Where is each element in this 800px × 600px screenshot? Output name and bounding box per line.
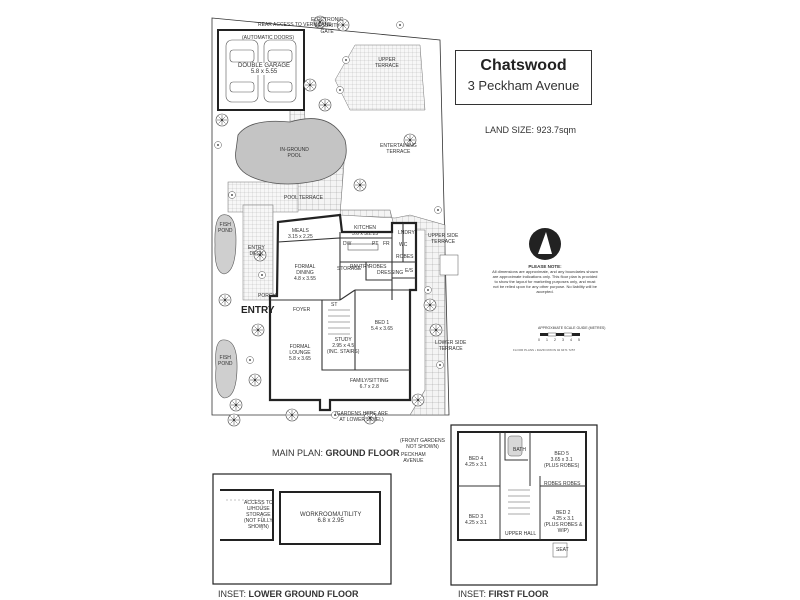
auto-doors-label: (AUTOMATIC DOORS) (242, 35, 295, 41)
robes-label-1: ROBES (369, 264, 387, 270)
disclaimer-notes: PLEASE NOTE: All dimensions are approxim… (492, 264, 598, 294)
gardens-note-label: (GARDENS HERE ARE AT LOWER LEVEL) (335, 411, 389, 423)
laundry-label: LNDRY (398, 230, 415, 236)
upper-side-terrace-label: UPPER SIDE TERRACE (428, 233, 459, 245)
fish-pond-1-label: FISH POND (218, 222, 233, 234)
first-floor-name: FIRST FLOOR (488, 589, 549, 599)
house-interior-walls (270, 223, 416, 371)
fish-pond-2-label: FISH POND (218, 355, 233, 367)
peckham-avenue-label: PECKHAM AVENUE (401, 452, 426, 464)
ensuite-label: E/S (405, 268, 414, 274)
bed3-label: BED 3 4.25 x 3.1 (465, 514, 487, 526)
wc-label: WC (399, 242, 408, 248)
scale-tick-1: 1 (546, 338, 548, 342)
main-plan-name: GROUND FLOOR (325, 448, 400, 458)
seat-label: SEAT (556, 547, 569, 553)
garage-label: DOUBLE GARAGE 5.8 x 5.55 (238, 63, 291, 75)
scale-label: APPROXIMATE SCALE GUIDE (METRES) (538, 326, 606, 330)
bed4-label: BED 4 4.25 x 3.1 (465, 456, 487, 468)
scale-tick-5: 5 (578, 338, 580, 342)
meals-label: MEALS 3.15 x 2.25 (288, 228, 313, 240)
lower-ground-caption: INSET: LOWER GROUND FLOOR (218, 589, 359, 599)
formal-lounge-label: FORMAL LOUNGE 5.8 x 3.65 (289, 344, 311, 362)
credit-line: FLOOR PLANS • DAVID RIXON 02 9471 7257 (513, 348, 576, 352)
storage-label: STORAGE (337, 266, 362, 272)
lower-side-terrace-label: LOWER SIDE TERRACE (435, 340, 467, 352)
lower-ground-prefix: INSET: (218, 589, 247, 599)
first-floor-stairs (508, 489, 530, 515)
north-arrow-icon (529, 228, 561, 260)
rear-access-label: REAR ACCESS TO VERN LANE (258, 22, 332, 28)
main-plan-caption: MAIN PLAN: GROUND FLOOR (272, 448, 400, 458)
security-gate-label: ELECTRONIC SECURITY GATE (311, 17, 344, 35)
entry-label: ENTRY (241, 305, 275, 316)
bed5-label: BED 5 3.65 x 3.1 (PLUS ROBES) (544, 451, 580, 469)
study-stairs (328, 309, 350, 335)
workroom-label: WORKROOM/UTILITY 6.8 x 2.95 (300, 512, 362, 524)
formal-dining-label: FORMAL DINING 4.8 x 3.55 (294, 264, 316, 282)
pool-label: IN-GROUND POOL (280, 147, 309, 159)
fish-pond-1 (214, 214, 237, 275)
pool-terrace-label: POOL TERRACE (284, 195, 323, 201)
kitchen-label: KITCHEN 5.6 x 3/2.25 (352, 225, 379, 237)
first-floor-caption: INSET: FIRST FLOOR (458, 589, 549, 599)
stairs-label: ST (331, 302, 338, 308)
scale-tick-0: 0 (538, 338, 540, 342)
title-box: Chatswood 3 Peckham Avenue (455, 50, 592, 105)
robes-a-label: ROBES (544, 481, 562, 487)
land-size: LAND SIZE: 923.7sqm (485, 125, 577, 135)
family-sitting-label: FAMILY/SITTING 6.7 x 2.8 (350, 378, 389, 390)
fridge-label: FR (383, 241, 390, 247)
upper-hall-label: UPPER HALL (505, 531, 537, 537)
pantry-tall-label: PT (372, 241, 379, 247)
study-label: STUDY 2.95 x 4.5 (INC. STAIRS) (327, 337, 360, 355)
notes-body: All dimensions are approximate, and any … (492, 269, 598, 294)
pantry-label: PANTRY (350, 264, 370, 270)
scale-bar (540, 332, 580, 337)
seat-box (552, 542, 568, 558)
site-boundary (211, 17, 450, 416)
scale-tick-3: 3 (562, 338, 564, 342)
main-plan-prefix: MAIN PLAN: (272, 448, 324, 458)
inset-first-floor-frame (450, 424, 598, 586)
in-ground-pool (235, 118, 347, 185)
bed1-label: BED 1 5.4 x 3.65 (371, 320, 393, 332)
foyer-label: FOYER (293, 307, 311, 313)
bath-label: BATH (513, 447, 526, 453)
kitchen-bench (347, 243, 379, 251)
inset-lower-ground-frame (212, 473, 392, 585)
storage-access-label: ACCESS TO U/HOUSE STORAGE (NOT FULLY SHO… (244, 500, 273, 530)
dishwasher-label: DW (343, 241, 352, 247)
dressing-label: DRESSING (377, 270, 404, 276)
bed2-label: BED 2 4.25 x 3.1 (PLUS ROBES & WIP) (544, 510, 583, 534)
upper-terrace-label: UPPER TERRACE (375, 57, 399, 69)
suburb-title: Chatswood (480, 57, 567, 74)
lower-ground-walls (220, 489, 381, 545)
entertaining-terrace-label: ENTERTAINING TERRACE (380, 143, 417, 155)
porch-label: PORCH (258, 293, 277, 299)
notes-heading: PLEASE NOTE: (528, 264, 562, 269)
scale-tick-2: 2 (554, 338, 556, 342)
front-gardens-label: (FRONT GARDENS NOT SHOWN) (400, 438, 445, 450)
entry-deck-label: ENTRY DECK (248, 245, 265, 257)
house-walls (268, 213, 418, 412)
scale-tick-4: 4 (570, 338, 572, 342)
fish-pond-2 (215, 339, 238, 399)
address-subtitle: 3 Peckham Avenue (467, 78, 580, 93)
robes-b-label: ROBES (563, 481, 581, 487)
lower-ground-name: LOWER GROUND FLOOR (248, 589, 359, 599)
robes-label-2: ROBES (396, 254, 414, 260)
first-floor-prefix: INSET: (458, 589, 487, 599)
upper-terrace-paving (334, 44, 426, 111)
bath-fixture (507, 435, 523, 457)
side-terrace-seat (439, 254, 459, 276)
